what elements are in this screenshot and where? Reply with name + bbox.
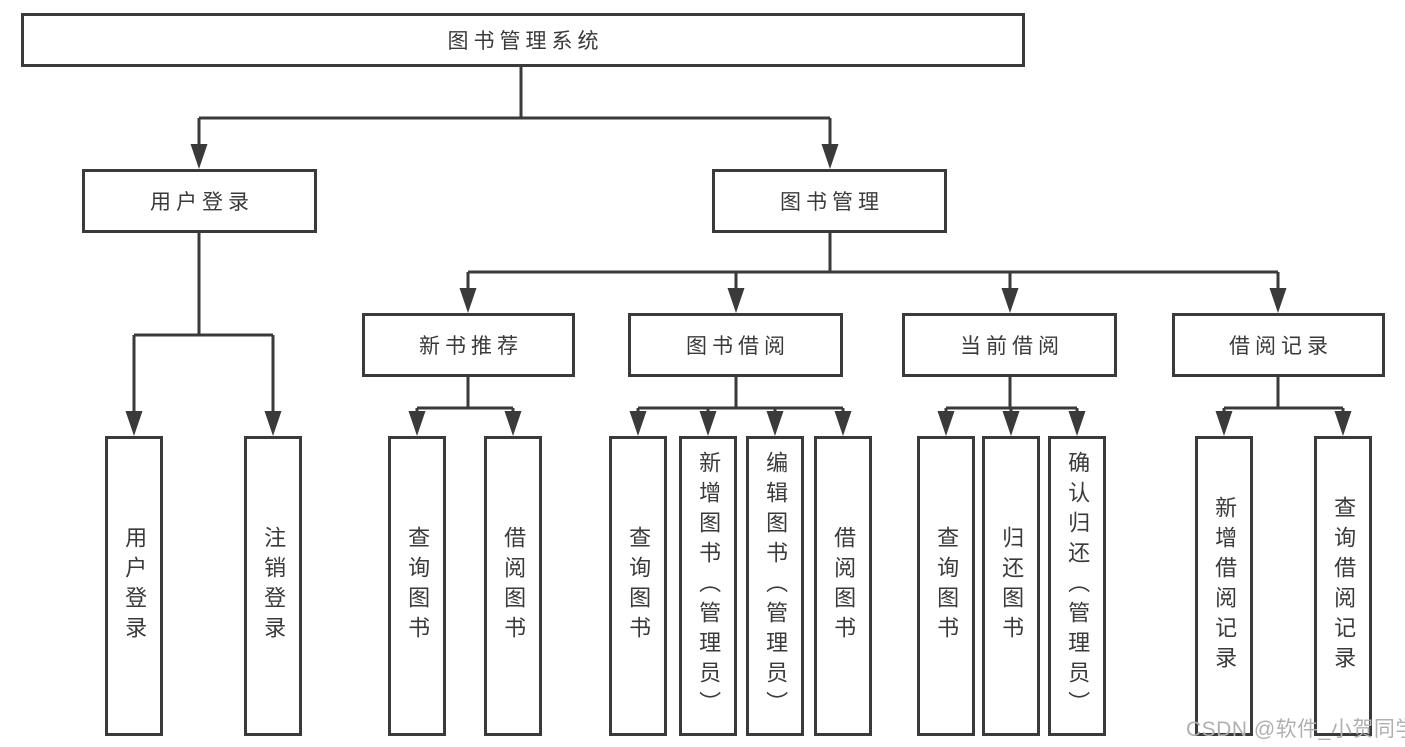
node-label: 借阅图书 xyxy=(501,526,527,646)
arrow-down-icon xyxy=(699,411,717,436)
arrow-down-icon xyxy=(125,411,143,436)
arrow-down-icon xyxy=(834,411,852,436)
leaf-current-query-book: 查询图书 xyxy=(917,436,975,736)
arrow-down-icon xyxy=(727,288,745,313)
leaf-return-book: 归还图书 xyxy=(982,436,1040,736)
node-label: 查询借阅记录 xyxy=(1331,496,1357,676)
node-label: 查询图书 xyxy=(934,526,960,646)
arrow-down-icon xyxy=(766,411,784,436)
arrow-down-icon xyxy=(937,411,955,436)
node-label: 确认归还（管理员） xyxy=(1065,451,1091,721)
node-label: 新增图书（管理员） xyxy=(696,451,722,721)
arrow-down-icon xyxy=(1002,411,1020,436)
leaf-logout: 注销登录 xyxy=(244,436,302,736)
leaf-add-borrow-record: 新增借阅记录 xyxy=(1195,436,1253,736)
node-borrow-records: 借阅记录 xyxy=(1172,313,1385,377)
arrow-down-icon xyxy=(1068,411,1086,436)
arrow-down-icon xyxy=(504,411,522,436)
leaf-add-book-admin: 新增图书（管理员） xyxy=(679,436,737,736)
arrow-down-icon xyxy=(190,144,208,169)
leaf-borrow-book: 借阅图书 xyxy=(814,436,872,736)
arrow-down-icon xyxy=(1269,288,1287,313)
node-label: 编辑图书（管理员） xyxy=(763,451,789,721)
node-user-login: 用户登录 xyxy=(82,169,317,233)
node-root-system: 图书管理系统 xyxy=(21,13,1025,67)
node-book-borrow: 图书借阅 xyxy=(628,313,843,377)
leaf-query-borrow-record: 查询借阅记录 xyxy=(1314,436,1372,736)
node-label: 用户登录 xyxy=(122,526,148,646)
arrow-down-icon xyxy=(1334,411,1352,436)
node-label: 查询图书 xyxy=(626,526,652,646)
node-new-book-recommend: 新书推荐 xyxy=(362,313,575,377)
node-label: 归还图书 xyxy=(999,526,1025,646)
leaf-confirm-return-admin: 确认归还（管理员） xyxy=(1048,436,1106,736)
node-current-borrow: 当前借阅 xyxy=(902,313,1117,377)
arrow-down-icon xyxy=(1001,288,1019,313)
node-label: 借阅图书 xyxy=(831,526,857,646)
leaf-borrow-query-book: 查询图书 xyxy=(609,436,667,736)
leaf-newbooks-query-book: 查询图书 xyxy=(388,436,446,736)
node-label: 注销登录 xyxy=(261,526,287,646)
node-label: 新增借阅记录 xyxy=(1212,496,1238,676)
leaf-newbooks-borrow-book: 借阅图书 xyxy=(484,436,542,736)
arrow-down-icon xyxy=(264,411,282,436)
arrow-down-icon xyxy=(821,144,839,169)
arrow-down-icon xyxy=(1215,411,1233,436)
leaf-edit-book-admin: 编辑图书（管理员） xyxy=(746,436,804,736)
arrow-down-icon xyxy=(459,288,477,313)
arrow-down-icon xyxy=(408,411,426,436)
arrow-down-icon xyxy=(629,411,647,436)
csdn-watermark: CSDN @软件_小贺同学 xyxy=(1186,718,1405,741)
node-book-management: 图书管理 xyxy=(712,169,947,233)
node-label: 查询图书 xyxy=(405,526,431,646)
leaf-user-login: 用户登录 xyxy=(105,436,163,736)
